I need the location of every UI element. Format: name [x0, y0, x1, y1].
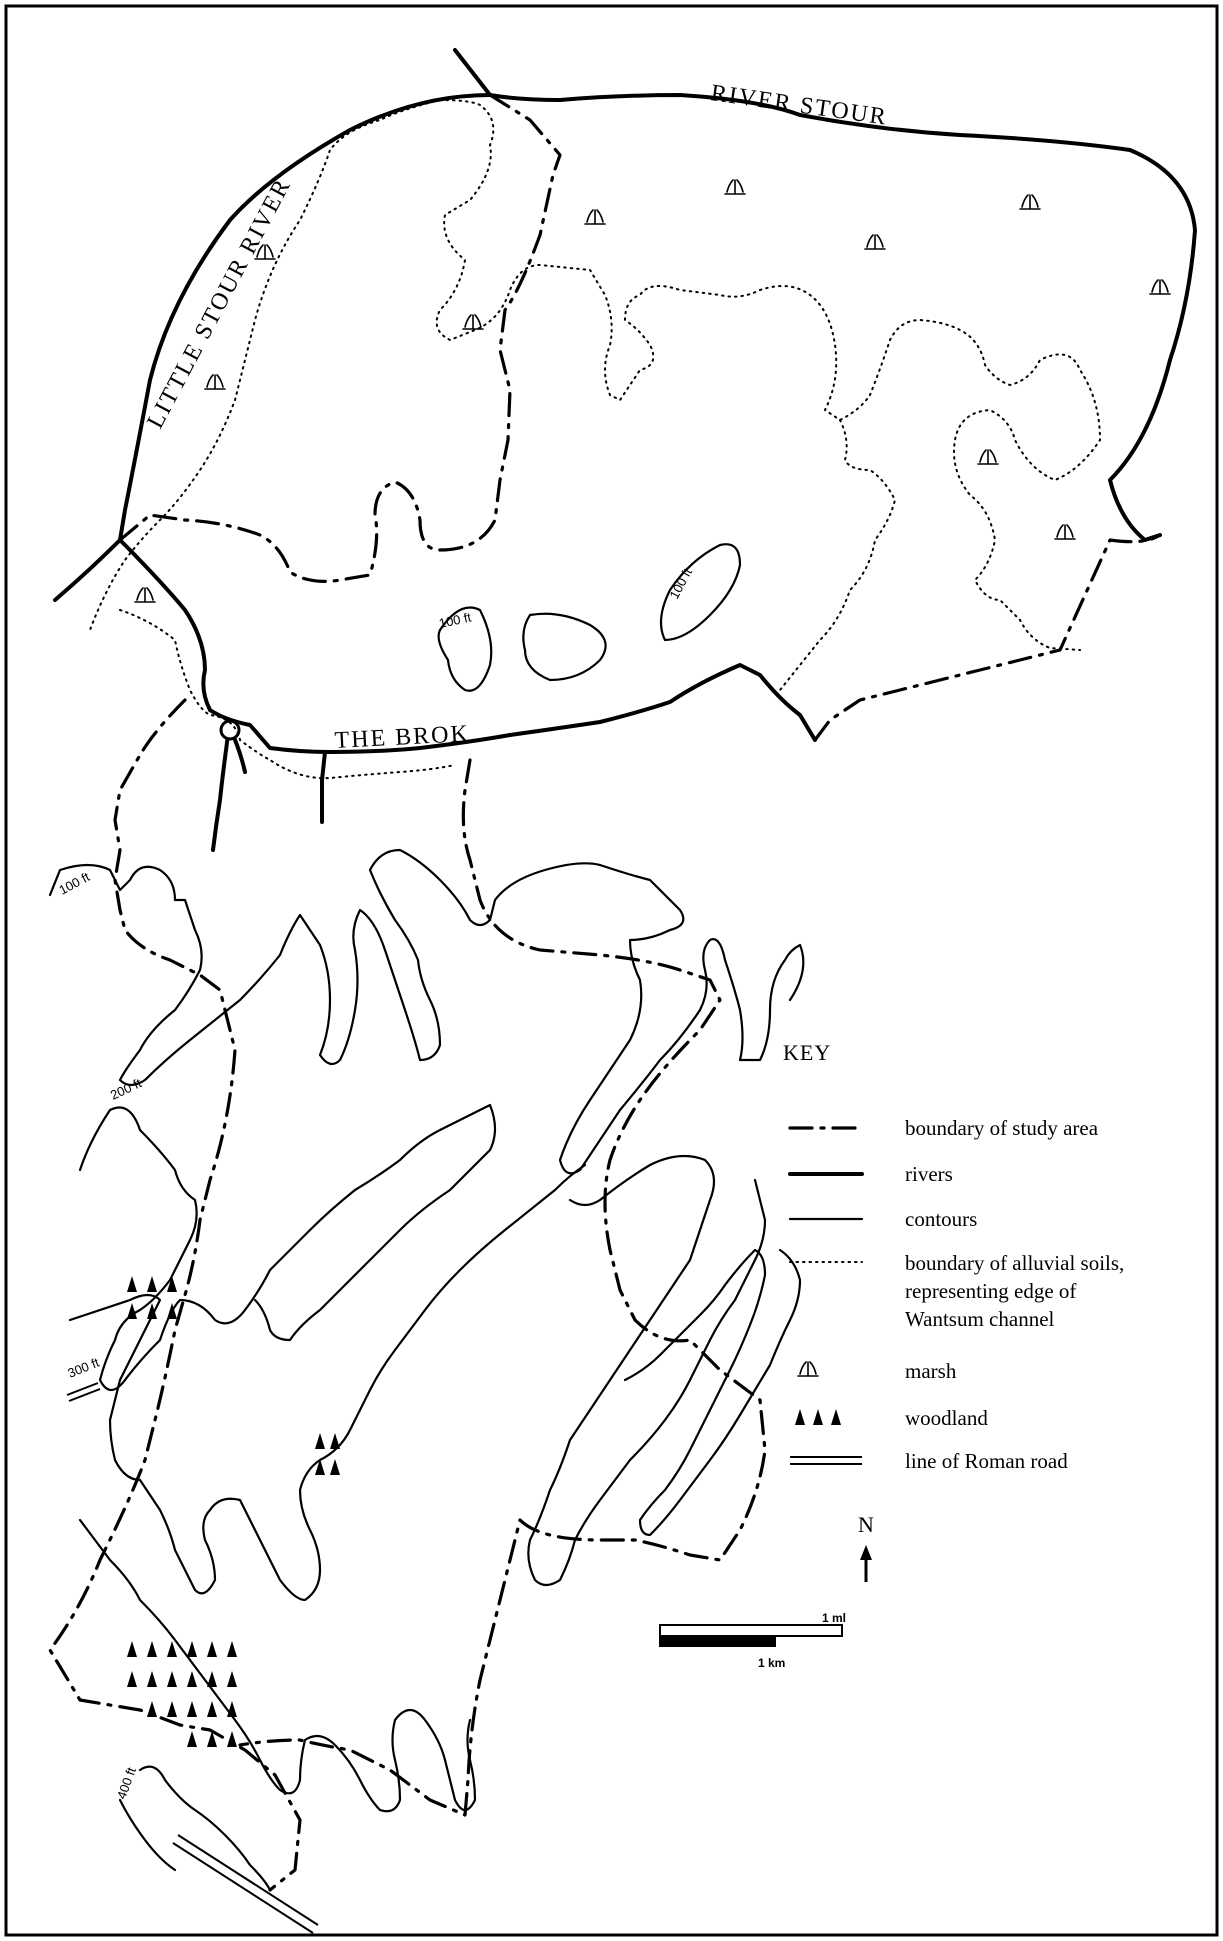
contour-label-200: 200 ft — [108, 1075, 144, 1103]
contour-label-100-hill-3: 100 ft — [666, 565, 695, 601]
alluvial-boundary-north — [435, 99, 1101, 651]
north-arrow-icon: N — [858, 1512, 874, 1582]
roman-road-line — [66, 1382, 319, 1934]
contour-ridge-east-2 — [623, 1248, 802, 1537]
brok-tributary-2 — [320, 750, 327, 824]
contour-100ft — [48, 848, 805, 1175]
study-area-boundary — [48, 93, 1162, 1892]
key-label-alluvial-1: boundary of alluvial soils, — [905, 1251, 1124, 1275]
contour-300ft — [68, 1163, 587, 1602]
contour-label-300: 300 ft — [66, 1355, 102, 1381]
contour-lines — [48, 543, 805, 1892]
contour-ridge-east-1 — [527, 1154, 767, 1587]
contour-400ft — [118, 1765, 272, 1892]
contour-hill-2 — [522, 612, 607, 682]
key-label-woodland: woodland — [905, 1406, 988, 1430]
key-label-marsh: marsh — [905, 1359, 957, 1383]
key-roman-road-icon — [790, 1456, 862, 1465]
label-the-brok: THE BROK — [334, 721, 471, 754]
alluvial-boundary-northwest — [89, 99, 456, 780]
key-woodland-icon — [795, 1409, 841, 1425]
key-label-alluvial-2: representing edge of — [905, 1279, 1076, 1303]
scale-bar-miles — [659, 1624, 843, 1637]
key-label-rivers: rivers — [905, 1162, 953, 1186]
key-label-contours: contours — [905, 1207, 977, 1231]
key-label-roman-road: line of Roman road — [905, 1449, 1068, 1473]
contour-label-100-hill-1: 100 ft — [438, 609, 473, 631]
contour-label-400: 400 ft — [114, 1765, 139, 1801]
little-stour-river — [53, 93, 492, 602]
tributary-little-stour — [118, 538, 212, 712]
brok-pond — [219, 719, 241, 741]
key-label-alluvial-3: Wantsum channel — [905, 1307, 1055, 1331]
river-stour — [453, 48, 1197, 542]
scale-bar-km — [660, 1636, 776, 1647]
woodland-symbols — [127, 1276, 340, 1747]
key-title: KEY — [783, 1040, 831, 1065]
contour-hill-1 — [437, 606, 493, 692]
label-little-stour: LITTLE STOUR RIVER — [142, 174, 296, 433]
map-frame — [4, 4, 1219, 1937]
alluvial-boundary-east — [779, 419, 896, 691]
marsh-symbols — [134, 179, 1171, 603]
river-the-brok — [208, 663, 817, 754]
key-marsh-icon — [797, 1361, 819, 1377]
key-label-boundary: boundary of study area — [905, 1116, 1099, 1140]
contour-ridge-south — [78, 1518, 477, 1813]
contour-200ft — [78, 1103, 497, 1392]
contour-label-100-west: 100 ft — [56, 869, 92, 898]
scale-bar: 1 ml 1 km — [659, 1611, 846, 1670]
contour-hill-3 — [659, 543, 742, 642]
scale-label-km: 1 km — [758, 1656, 785, 1670]
map-key: KEY boundary of study area rivers contou… — [783, 1040, 1124, 1473]
scale-label-miles: 1 ml — [822, 1611, 846, 1625]
brok-tributary-1 — [211, 733, 230, 852]
label-river-stour: RIVER STOUR — [709, 80, 889, 131]
svg-text:N: N — [858, 1512, 874, 1537]
